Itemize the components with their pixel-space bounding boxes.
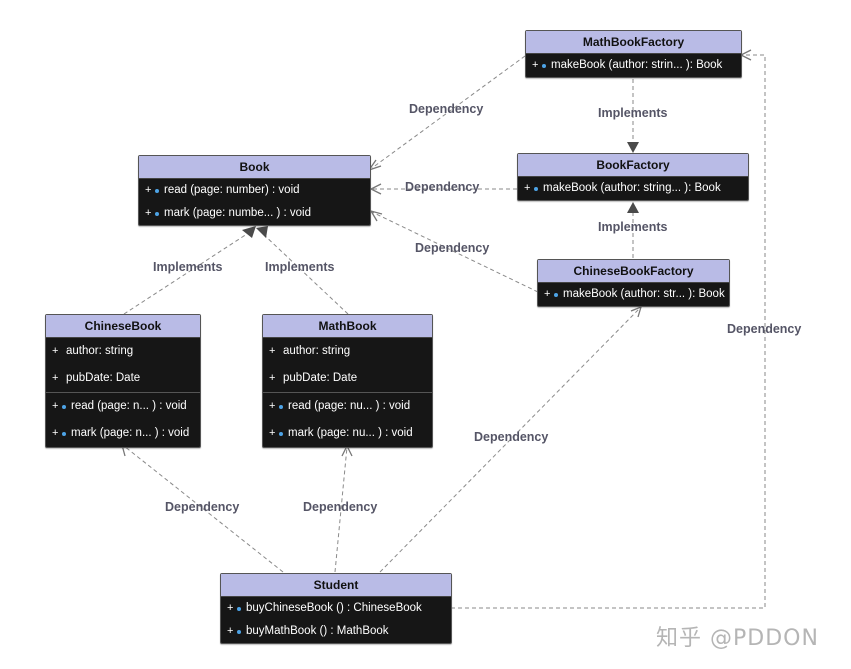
method-icon <box>155 188 159 193</box>
class-name: BookFactory <box>518 154 748 177</box>
method-icon <box>155 211 159 216</box>
implements-label: Implements <box>153 260 223 274</box>
public-visibility-icon: + <box>227 625 234 637</box>
arrowhead-open <box>630 305 643 318</box>
method-row[interactable]: + makeBook (author: strin... ): Book <box>526 54 741 77</box>
implements-label: Implements <box>598 220 668 234</box>
implements-label: Implements <box>598 106 668 120</box>
arrowhead-filled <box>256 226 268 238</box>
arrowhead-open <box>369 183 382 195</box>
public-visibility-icon: + <box>532 59 539 71</box>
dependency-label: Dependency <box>405 180 480 194</box>
public-visibility-icon: + <box>145 184 152 196</box>
edge-student-chinesebook <box>123 445 284 573</box>
class-name: Book <box>139 156 370 179</box>
method-signature: mark (page: numbe... ) : void <box>164 207 312 219</box>
dependency-label: Dependency <box>474 430 549 444</box>
method-icon <box>542 63 546 68</box>
method-signature: makeBook (author: str... ): Book <box>563 288 725 300</box>
method-signature: read (page: n... ) : void <box>71 400 187 412</box>
method-icon <box>554 292 558 297</box>
method-row[interactable]: + makeBook (author: string... ): Book <box>518 177 748 200</box>
method-signature: mark (page: nu... ) : void <box>288 427 413 439</box>
dependency-label: Dependency <box>409 102 484 116</box>
method-icon <box>62 404 66 409</box>
method-row[interactable]: + read (page: n... ) : void <box>46 392 200 420</box>
method-icon <box>279 404 283 409</box>
method-signature: buyChineseBook () : ChineseBook <box>246 602 422 614</box>
public-visibility-icon: + <box>52 427 59 439</box>
public-visibility-icon: + <box>52 400 59 412</box>
field-row[interactable]: + pubDate: Date <box>46 365 200 392</box>
method-row[interactable]: + read (page: number) : void <box>139 179 370 202</box>
edge-student-chinesefactory <box>379 307 641 573</box>
method-icon <box>534 186 538 191</box>
class-student[interactable]: Student + buyChineseBook () : ChineseBoo… <box>220 573 452 644</box>
method-signature: makeBook (author: string... ): Book <box>543 182 721 194</box>
public-visibility-icon: + <box>269 427 276 439</box>
class-mathbookfactory[interactable]: MathBookFactory + makeBook (author: stri… <box>525 30 742 78</box>
class-name: Student <box>221 574 451 597</box>
method-signature: mark (page: n... ) : void <box>71 427 190 439</box>
method-row[interactable]: + mark (page: nu... ) : void <box>263 420 432 447</box>
dependency-label: Dependency <box>165 500 240 514</box>
method-row[interactable]: + read (page: nu... ) : void <box>263 392 432 420</box>
field-signature: author: string <box>283 345 351 357</box>
public-visibility-icon: + <box>269 372 276 384</box>
arrowhead-filled <box>627 142 639 153</box>
public-visibility-icon: + <box>524 182 531 194</box>
method-row[interactable]: + makeBook (author: str... ): Book <box>538 283 729 306</box>
edge-chinesefactory-book <box>371 211 539 293</box>
public-visibility-icon: + <box>227 602 234 614</box>
class-bookfactory[interactable]: BookFactory + makeBook (author: string..… <box>517 153 749 201</box>
field-signature: pubDate: Date <box>66 372 141 384</box>
method-signature: buyMathBook () : MathBook <box>246 625 389 637</box>
class-name: MathBookFactory <box>526 31 741 54</box>
dependency-label: Dependency <box>303 500 378 514</box>
public-visibility-icon: + <box>145 207 152 219</box>
edge-mathbook-book <box>261 232 349 315</box>
edge-mathfactory-book <box>371 55 526 169</box>
method-row[interactable]: + mark (page: numbe... ) : void <box>139 202 370 225</box>
dependency-label: Dependency <box>415 241 490 255</box>
public-visibility-icon: + <box>269 345 276 357</box>
arrowhead-open <box>369 209 383 222</box>
public-visibility-icon: + <box>544 288 551 300</box>
public-visibility-icon: + <box>269 400 276 412</box>
class-chinesebook[interactable]: ChineseBook + author: string + pubDate: … <box>45 314 201 448</box>
method-icon <box>279 431 283 436</box>
public-visibility-icon: + <box>52 345 59 357</box>
method-row[interactable]: + buyMathBook () : MathBook <box>221 620 451 643</box>
method-row[interactable]: + mark (page: n... ) : void <box>46 420 200 447</box>
implements-label: Implements <box>265 260 335 274</box>
class-name: ChineseBook <box>46 315 200 338</box>
arrowhead-filled <box>627 202 639 213</box>
method-icon <box>237 629 241 634</box>
field-signature: author: string <box>66 345 134 357</box>
method-signature: read (page: number) : void <box>164 184 300 196</box>
method-signature: makeBook (author: strin... ): Book <box>551 59 723 71</box>
public-visibility-icon: + <box>52 372 59 384</box>
arrowhead-filled <box>242 226 256 238</box>
class-mathbook[interactable]: MathBook + author: string + pubDate: Dat… <box>262 314 433 448</box>
field-row[interactable]: + author: string <box>263 338 432 365</box>
class-book[interactable]: Book + read (page: number) : void + mark… <box>138 155 371 226</box>
class-name: MathBook <box>263 315 432 338</box>
field-signature: pubDate: Date <box>283 372 358 384</box>
method-signature: read (page: nu... ) : void <box>288 400 411 412</box>
watermark-text: 知乎 @PDDON <box>656 626 819 651</box>
dependency-label: Dependency <box>727 322 802 336</box>
field-row[interactable]: + author: string <box>46 338 200 365</box>
method-icon <box>237 606 241 611</box>
method-icon <box>62 431 66 436</box>
method-row[interactable]: + buyChineseBook () : ChineseBook <box>221 597 451 620</box>
class-name: ChineseBookFactory <box>538 260 729 283</box>
field-row[interactable]: + pubDate: Date <box>263 365 432 392</box>
edge-student-mathfactory <box>451 54 766 609</box>
class-chinesebookfactory[interactable]: ChineseBookFactory + makeBook (author: s… <box>537 259 730 307</box>
